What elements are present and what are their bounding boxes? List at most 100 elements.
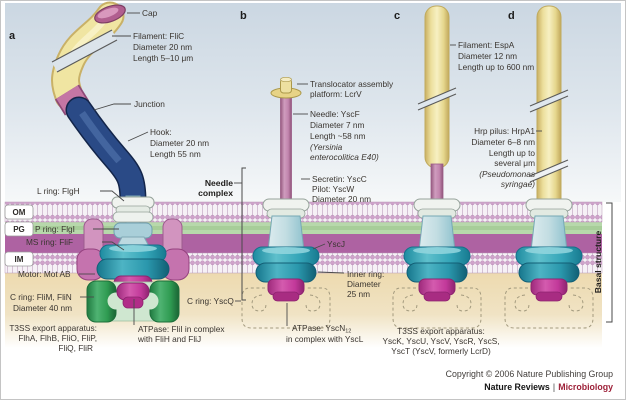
translocator-label: Translocator assembly [310, 79, 394, 89]
export-apparatus-label: T3SS export apparatus: [9, 323, 97, 333]
junction-leader [93, 103, 131, 111]
c-ring-yscq-label: C ring: YscQ [187, 296, 234, 306]
filament-label: Filament: FliC [133, 31, 184, 41]
basal-structure-annotation: Basal structure [593, 202, 613, 323]
hrp-pilus-label: several μm [494, 158, 535, 168]
needle-label: Needle: YscF [310, 109, 360, 119]
yscj-leader [312, 243, 326, 250]
needle-label: Diameter 7 nm [310, 120, 364, 130]
hook-highlight [79, 111, 122, 164]
export-apparatus-c-label: YscK, YscU, YscV, YscR, YscS, [382, 336, 499, 346]
export-apparatus-c-label: YscT (YscV, formerly LcrD) [391, 346, 491, 356]
inner-ring-label: Inner ring: [347, 269, 384, 279]
panel-b-labels: Needle complex Translocator assembly pla… [187, 79, 394, 344]
motor-label: Motor: Mot AB [18, 269, 71, 279]
hrp-pilus-label-species: (Pseudomonas [479, 169, 535, 179]
membrane-labels: OM PG IM [4, 204, 34, 267]
secretin-label: Secretin: YscC [312, 174, 367, 184]
atpase-label: ATPase: FliI in complex [138, 324, 225, 334]
c-ring-label: C ring: FliM, FliN [10, 292, 72, 302]
espa-label: Filament: EspA [458, 40, 515, 50]
copyright-text: Copyright © 2006 Nature Publishing Group [446, 369, 613, 379]
panel-b-injectisome [241, 77, 331, 329]
filament-break-line [417, 87, 457, 105]
c-ring-label: Diameter 40 nm [13, 303, 72, 313]
pilus-break-gap [530, 160, 568, 182]
panel-d-hrp-pilus-system [504, 5, 594, 329]
filament-break-gap [418, 88, 456, 110]
pilus-break-line [529, 89, 569, 107]
atpase-label: with FliH and FliJ [137, 334, 201, 344]
panel-c-espa-system [392, 5, 482, 329]
filament-break-gap [52, 30, 117, 72]
panel-a-labels: Cap Filament: FliC Diameter 20 nm Length… [9, 8, 225, 353]
pilus-break-line [529, 159, 569, 177]
panel-letter-d: d [508, 10, 515, 22]
filament-espa [424, 5, 450, 169]
panel-letter-a: a [9, 30, 16, 42]
pilus-break-line [529, 95, 569, 113]
hook-leader [127, 131, 149, 142]
export-apparatus-label: FlhA, FlhB, FliO, FliP, [18, 333, 97, 343]
p-ring-label: P ring: FlgI [35, 224, 75, 234]
translocator-label: platform: LcrV [310, 89, 362, 99]
espa-label: Diameter 12 nm [458, 51, 517, 61]
im-tab [4, 251, 34, 267]
needle-segment [430, 163, 444, 205]
filament-label: Length 5–10 μm [133, 53, 193, 63]
ms-ring-highlight [109, 245, 157, 252]
panel-letter-c: c [394, 10, 400, 22]
inner-ring-leader [317, 271, 345, 274]
pg-label: PG [13, 225, 25, 234]
hook-label: Length 55 nm [150, 149, 201, 159]
secretin-label: Pilot: YscW [312, 184, 354, 194]
atpase-b-label: in complex with YscL [286, 334, 364, 344]
needle-label-species: (Yersinia [310, 142, 343, 152]
yscj-label: YscJ [327, 239, 345, 249]
journal-section: Microbiology [558, 382, 613, 392]
secretin-label: Diameter 20 nm [312, 194, 371, 204]
cap-highlight [97, 7, 119, 19]
hrp-pilus-label: Hrp pilus: HrpA1 [474, 126, 535, 136]
needle-yscf [280, 94, 292, 211]
om-tab [4, 204, 34, 220]
junction-label: Junction [134, 99, 165, 109]
om-label: OM [13, 208, 26, 217]
pilus-break-line [529, 165, 569, 183]
p-ring [113, 222, 153, 239]
hrp-pilus [536, 5, 562, 213]
flagellum-basal-body [76, 195, 190, 323]
needle-label-species: enterocolitica E40) [310, 152, 379, 162]
needle-label: Length ~58 nm [310, 131, 366, 141]
needle-complex-label: complex [198, 188, 233, 198]
needle-complex-bracket [241, 167, 246, 301]
pilus-break-gap [530, 90, 568, 112]
translocator-platform-top [280, 77, 292, 83]
l-ring-leader [100, 190, 125, 202]
hook-label: Diameter 20 nm [150, 138, 209, 148]
basal-structure-label: Basal structure [593, 230, 603, 293]
atpase-b-name: ATPase: YscN [292, 323, 345, 333]
hrp-pilus-label: Length up to [489, 148, 536, 158]
atpase-b-subscript: 12 [345, 329, 351, 335]
ms-ring-label: MS ring: FliF [26, 237, 73, 247]
export-apparatus-c-label: T3SS export apparatus: [397, 326, 485, 336]
peptidoglycan-stripe [5, 226, 602, 230]
atpase-b-label: ATPase: YscN12 [292, 323, 351, 335]
panel-a-flagellum [51, 1, 190, 323]
journal-line: Nature Reviews|Microbiology [484, 382, 613, 392]
hrp-pilus-label: Diameter 6–8 nm [471, 137, 535, 147]
export-apparatus-label: FliQ, FliR [58, 343, 93, 353]
cap-label: Cap [142, 8, 158, 18]
filament-break-line [56, 39, 118, 73]
inner-ring-label: Diameter [347, 279, 381, 289]
filament-break-line [51, 29, 113, 63]
hrp-pilus-label-species: syringae) [501, 179, 535, 189]
pg-tab [4, 221, 34, 237]
ms-ring-leader [102, 241, 125, 251]
needle-complex-label: Needle [205, 178, 233, 188]
l-ring-label: L ring: FlgH [37, 186, 80, 196]
panel-d-labels: Hrp pilus: HrpA1 Diameter 6–8 nm Length … [471, 126, 542, 189]
